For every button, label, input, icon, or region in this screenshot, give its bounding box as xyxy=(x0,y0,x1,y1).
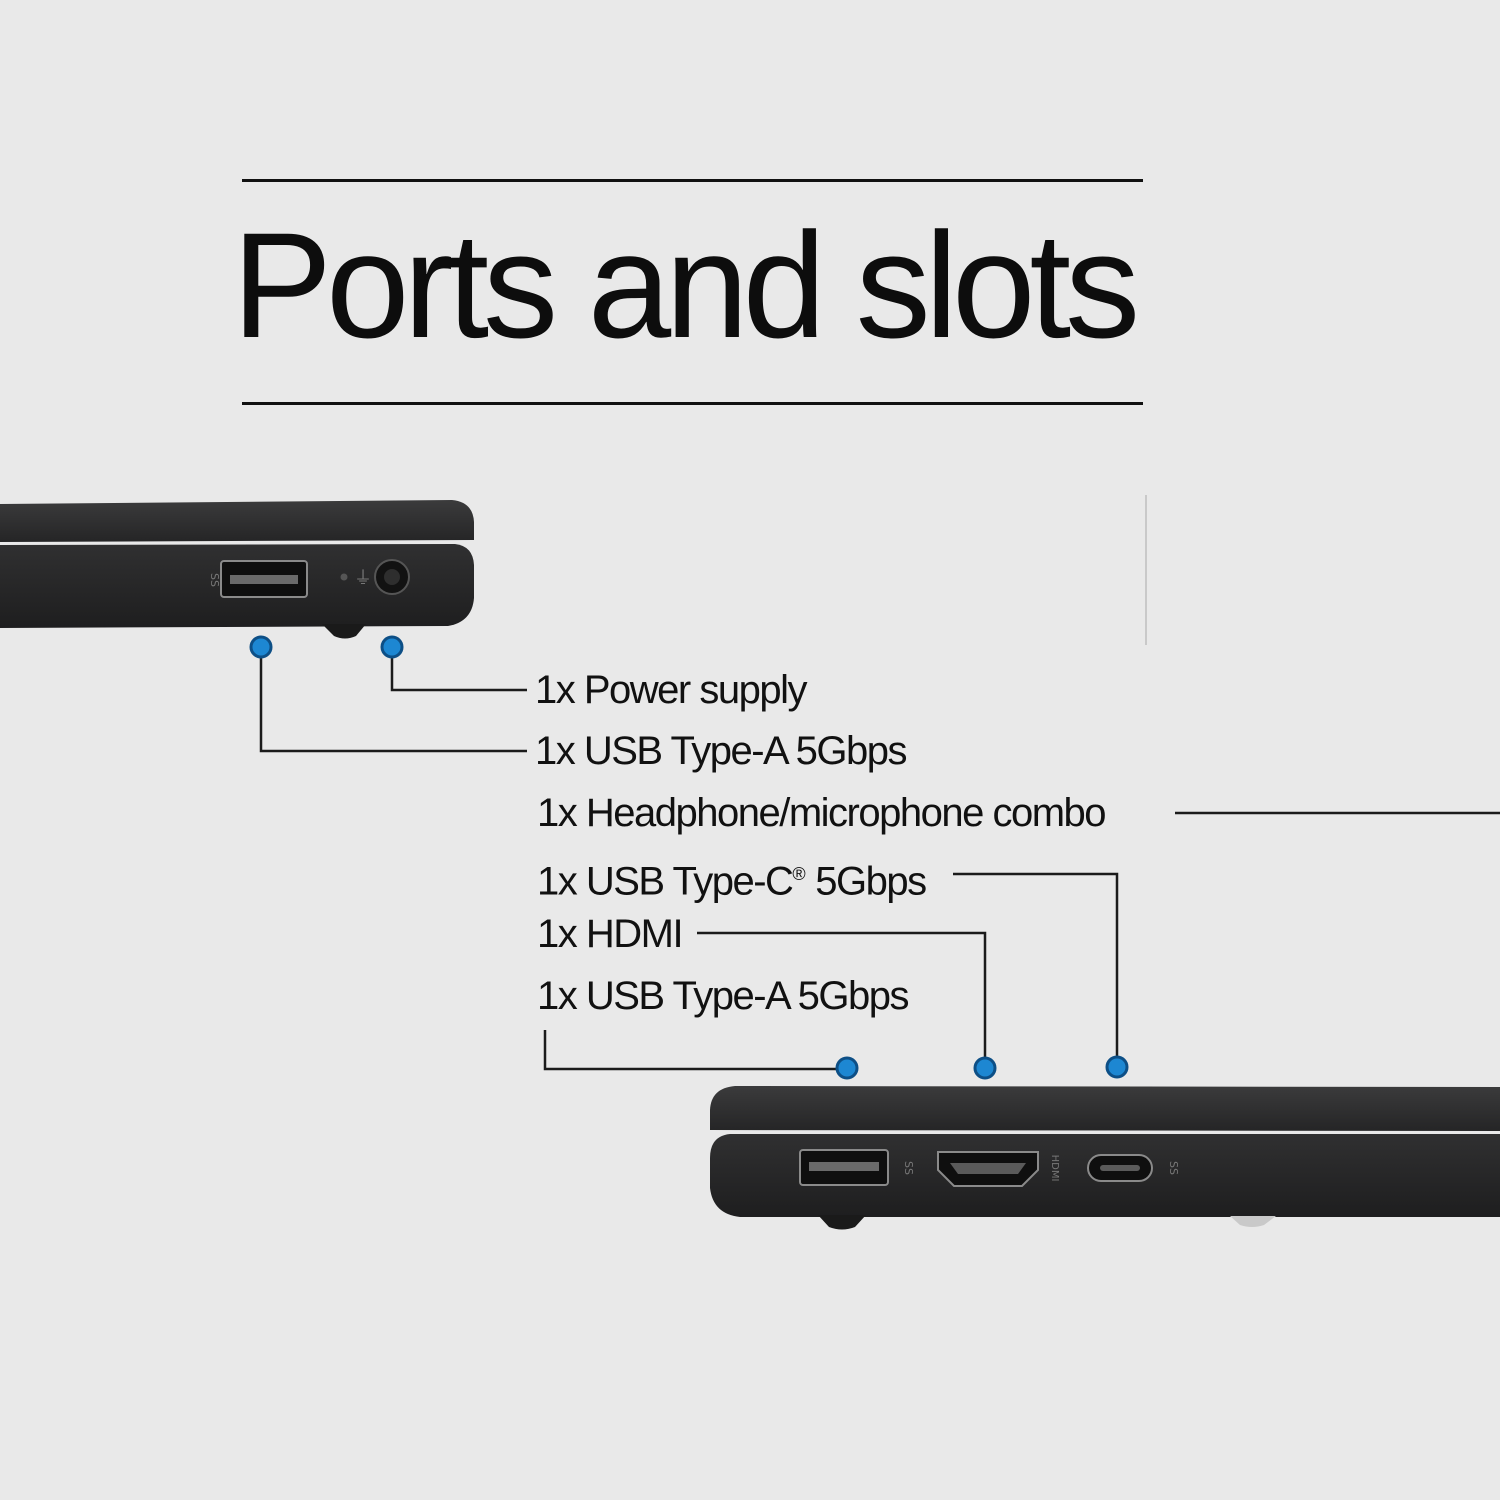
usb-a-left-leader-line xyxy=(259,648,527,753)
laptop-left-edge: SS ⏚ xyxy=(0,500,474,639)
ss-marking: SS xyxy=(208,573,221,587)
usb-a-left-dot xyxy=(249,635,273,659)
charge-led-icon xyxy=(340,573,348,581)
usb-c-label-speed: 5Gbps xyxy=(805,859,927,904)
usb-a-right-label: 1x USB Type-A 5Gbps xyxy=(537,974,909,1018)
usb-a-right-dot xyxy=(835,1056,859,1080)
power-supply-label: 1x Power supply xyxy=(535,668,807,712)
power-jack-icon xyxy=(374,559,410,595)
usb-a-left-label: 1x USB Type-A 5Gbps xyxy=(535,729,907,773)
plug-icon: ⏚ xyxy=(354,568,372,589)
usb-a-right-leader-line xyxy=(543,1030,846,1071)
hdmi-dot xyxy=(973,1056,997,1080)
hdmi-marking: HDMI xyxy=(1049,1155,1060,1182)
usb-a-port-right-icon xyxy=(799,1149,889,1186)
laptop-right-edge: SS HDMI SS xyxy=(710,1086,1500,1230)
power-leader-line xyxy=(390,648,527,692)
registered-mark: ® xyxy=(792,864,806,884)
usb-c-dot xyxy=(1105,1055,1129,1079)
page-title: Ports and slots xyxy=(232,201,1140,369)
power-dot xyxy=(380,635,404,659)
bottom-rule xyxy=(242,402,1143,405)
ss-marking-usbc: SS xyxy=(1167,1161,1180,1175)
usb-c-leader-line xyxy=(953,872,1119,1067)
usb-a-port-icon xyxy=(220,560,308,598)
usb-c-label-text: 1x USB Type-C xyxy=(537,859,794,904)
hdmi-label: 1x HDMI xyxy=(537,912,684,956)
top-rule xyxy=(242,179,1143,182)
ss-marking-right: SS xyxy=(902,1161,915,1175)
usb-c-port-icon xyxy=(1087,1154,1153,1182)
usb-c-label: 1x USB Type-C® 5Gbps xyxy=(537,850,927,905)
hdmi-leader-line xyxy=(697,931,987,1067)
audio-combo-label: 1x Headphone/microphone combo xyxy=(537,791,1107,835)
hdmi-port-icon xyxy=(937,1151,1039,1187)
